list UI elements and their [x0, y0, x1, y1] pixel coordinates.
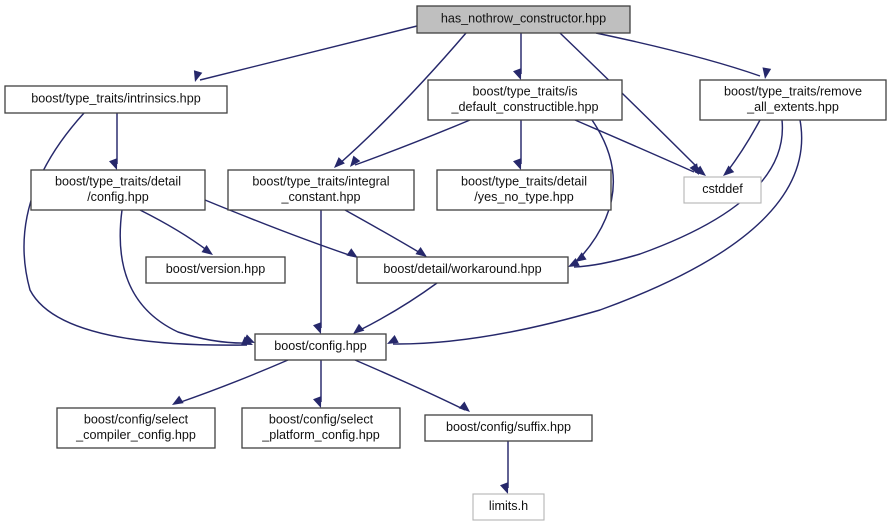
arrowhead-root-to-integral-constant — [334, 157, 345, 168]
arrowhead-config-to-select-platform — [313, 396, 322, 408]
edge-detail-config-to-version — [139, 209, 209, 252]
node-box-select_platform_config[interactable] — [241, 407, 401, 449]
node-box-root[interactable] — [416, 5, 631, 34]
edge-config-to-select-compiler — [177, 359, 289, 404]
edge-intrinsics-to-config — [23, 112, 248, 346]
arrowhead-isdc-to-cstddef — [689, 163, 699, 175]
node-select_compiler_config[interactable]: boost/config/select_compiler_config.hpp — [56, 407, 216, 449]
node-root[interactable]: has_nothrow_constructor.hpp — [416, 5, 631, 34]
edge-integral-constant-to-workaround — [344, 209, 423, 255]
node-label-config: boost/config.hpp — [274, 339, 366, 353]
node-box-suffix[interactable] — [424, 414, 593, 442]
edge-root-to-remove-all-extents — [595, 32, 761, 77]
node-integral_constant[interactable]: boost/type_traits/integral_constant.hpp — [227, 169, 415, 211]
node-label-intrinsics: boost/type_traits/intrinsics.hpp — [31, 92, 200, 106]
node-cstddef[interactable]: cstddef — [683, 176, 762, 204]
arrowhead-config-to-suffix — [458, 401, 470, 412]
node-intrinsics[interactable]: boost/type_traits/intrinsics.hpp — [4, 85, 228, 114]
edge-rae-to-workaround — [573, 119, 784, 268]
arrowhead-intrinsics-to-detail-config — [109, 158, 118, 170]
edge-root-to-intrinsics — [199, 25, 418, 81]
node-box-detail_config[interactable] — [30, 169, 206, 211]
arrowhead-root-to-is-default-constructible — [513, 68, 522, 80]
arrowhead-suffix-to-limits — [500, 482, 509, 494]
node-box-integral_constant[interactable] — [227, 169, 415, 211]
node-yes_no_type[interactable]: boost/type_traits/detail/yes_no_type.hpp — [436, 169, 612, 211]
edge-workaround-to-config — [357, 282, 438, 332]
node-version[interactable]: boost/version.hpp — [145, 256, 286, 284]
node-select_platform_config[interactable]: boost/config/select_platform_config.hpp — [241, 407, 401, 449]
node-box-cstddef[interactable] — [683, 176, 762, 204]
edge-root-to-cstddef — [559, 32, 703, 173]
arrowhead-root-to-cstddef — [694, 165, 706, 176]
node-label-limits: limits.h — [489, 499, 528, 513]
node-box-config[interactable] — [254, 333, 387, 361]
node-is_default_constructible[interactable]: boost/type_traits/is_default_constructib… — [427, 79, 623, 121]
node-label-root: has_nothrow_constructor.hpp — [441, 12, 606, 26]
edge-config-to-suffix — [354, 359, 466, 411]
node-label-yes_no_type: boost/type_traits/detail/yes_no_type.hpp — [461, 175, 587, 205]
node-label-select_platform_config: boost/config/select_platform_config.hpp — [261, 413, 380, 443]
node-box-yes_no_type[interactable] — [436, 169, 612, 211]
node-box-version[interactable] — [145, 256, 286, 284]
edge-detail-config-to-config — [119, 209, 250, 344]
node-label-suffix: boost/config/suffix.hpp — [446, 420, 571, 434]
arrowhead-integral-constant-to-workaround — [415, 247, 427, 257]
node-box-is_default_constructible[interactable] — [427, 79, 623, 121]
edge-detail-config-to-workaround — [204, 199, 353, 257]
node-box-intrinsics[interactable] — [4, 85, 228, 114]
arrowhead-detail-config-to-config — [243, 334, 255, 343]
node-label-select_compiler_config: boost/config/select_compiler_config.hpp — [75, 413, 196, 443]
edge-isdc-to-workaround — [579, 119, 615, 259]
node-limits[interactable]: limits.h — [472, 493, 545, 521]
arrowhead-root-to-intrinsics — [193, 70, 203, 82]
arrowhead-integral-constant-to-config — [313, 322, 322, 334]
arrowhead-root-to-remove-all-extents — [762, 67, 772, 79]
node-box-remove_all_extents[interactable] — [699, 79, 887, 121]
edge-root-to-integral-constant — [337, 32, 467, 166]
node-box-workaround[interactable] — [356, 256, 569, 284]
node-detail_config[interactable]: boost/type_traits/detail/config.hpp — [30, 169, 206, 211]
node-label-is_default_constructible: boost/type_traits/is_default_constructib… — [450, 85, 598, 115]
arrowhead-rae-to-workaround — [568, 257, 580, 267]
arrowhead-config-to-select-compiler — [172, 395, 184, 405]
arrowhead-rae-to-cstddef — [723, 165, 735, 176]
node-box-select_compiler_config[interactable] — [56, 407, 216, 449]
arrowhead-isdc-to-workaround — [575, 252, 587, 262]
edge-isdc-to-cstddef — [574, 119, 695, 173]
node-config[interactable]: boost/config.hpp — [254, 333, 387, 361]
node-label-cstddef: cstddef — [702, 182, 743, 196]
arrowhead-isdc-to-yes-no-type — [513, 158, 522, 170]
node-box-limits[interactable] — [472, 493, 545, 521]
arrowhead-rae-to-config — [387, 334, 399, 344]
node-label-remove_all_extents: boost/type_traits/remove_all_extents.hpp — [724, 85, 862, 115]
arrowhead-workaround-to-config — [353, 323, 365, 334]
arrowhead-detail-config-to-workaround — [346, 248, 358, 258]
arrowhead-isdc-to-integral-constant — [350, 155, 361, 167]
edge-isdc-to-integral-constant — [354, 119, 471, 166]
node-remove_all_extents[interactable]: boost/type_traits/remove_all_extents.hpp — [699, 79, 887, 121]
node-label-workaround: boost/detail/workaround.hpp — [383, 262, 541, 276]
node-label-integral_constant: boost/type_traits/integral_constant.hpp — [252, 175, 389, 205]
node-workaround[interactable]: boost/detail/workaround.hpp — [356, 256, 569, 284]
edge-rae-to-cstddef — [726, 119, 761, 173]
node-label-version: boost/version.hpp — [166, 262, 265, 276]
edge-rae-to-config — [392, 119, 803, 345]
node-suffix[interactable]: boost/config/suffix.hpp — [424, 414, 593, 442]
node-label-detail_config: boost/type_traits/detail/config.hpp — [55, 175, 181, 205]
arrowhead-detail-config-to-version — [201, 245, 213, 255]
nodes-layer: has_nothrow_constructor.hpp boost/type_tr… — [4, 5, 887, 521]
